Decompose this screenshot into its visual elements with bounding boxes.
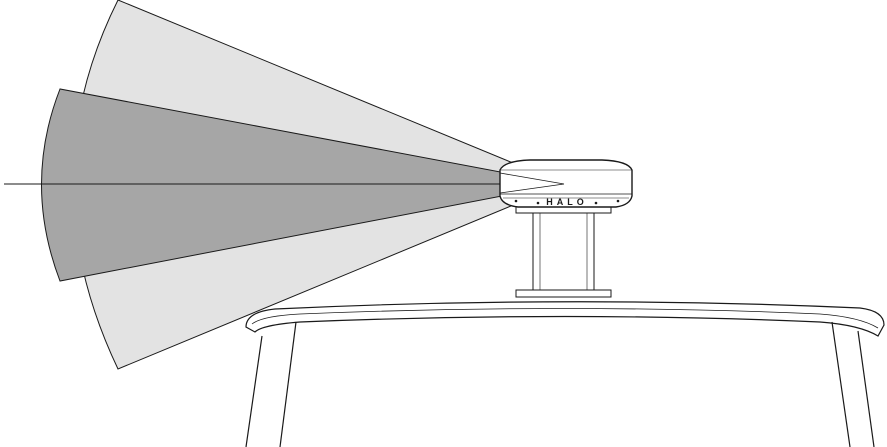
inner-beam-sector bbox=[41, 88, 565, 282]
radar-pedestal bbox=[515, 205, 612, 298]
boat-hardtop bbox=[245, 301, 885, 447]
radar-dome: HALO bbox=[499, 159, 633, 208]
beam-origin-line-upper bbox=[499, 172, 565, 185]
beam-origin-line-lower bbox=[499, 183, 565, 194]
radome-brand-label: HALO bbox=[546, 197, 588, 207]
